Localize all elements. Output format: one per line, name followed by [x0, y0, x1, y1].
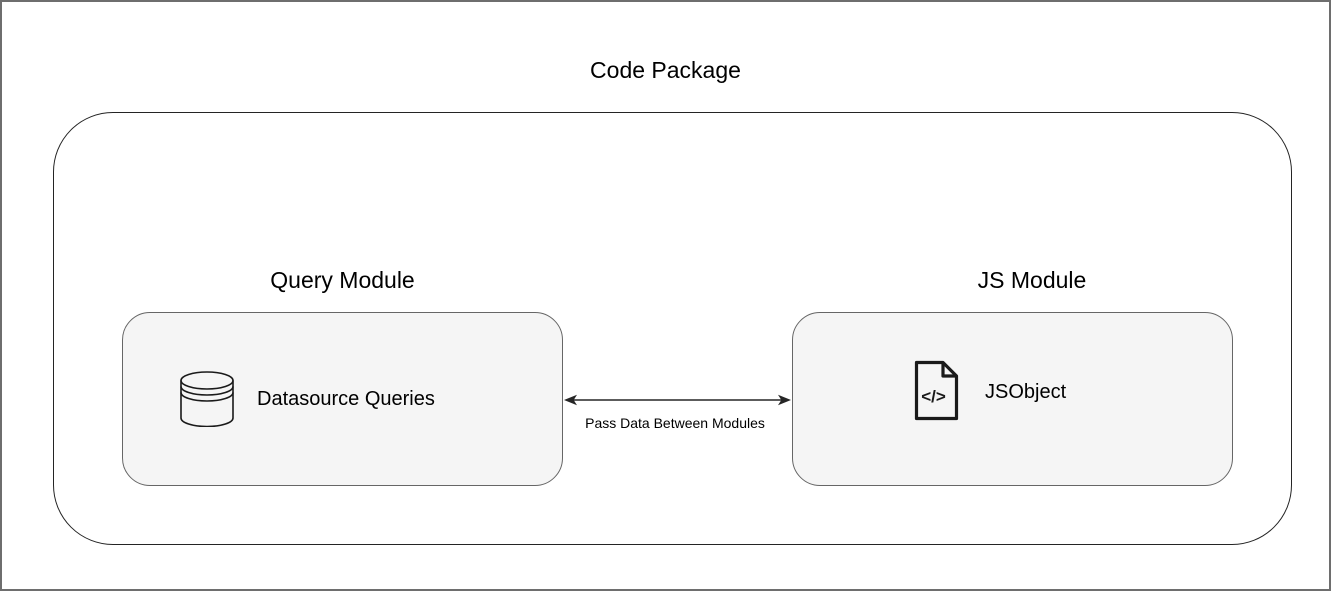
js-module-node: </> JSObject [792, 312, 1233, 486]
query-module-node: Datasource Queries [122, 312, 563, 486]
connector-label: Pass Data Between Modules [585, 415, 765, 431]
query-node-text: Datasource Queries [257, 387, 435, 410]
database-icon [180, 371, 234, 427]
code-package-boundary [53, 112, 1292, 545]
query-module-label: Query Module [270, 267, 415, 293]
code-glyph: </> [921, 387, 946, 406]
js-module-label: JS Module [977, 267, 1087, 293]
bidirectional-arrow [564, 394, 791, 406]
diagram-title: Code Package [590, 57, 741, 83]
code-file-icon: </> [914, 360, 959, 420]
js-node-text: JSObject [985, 380, 1067, 403]
